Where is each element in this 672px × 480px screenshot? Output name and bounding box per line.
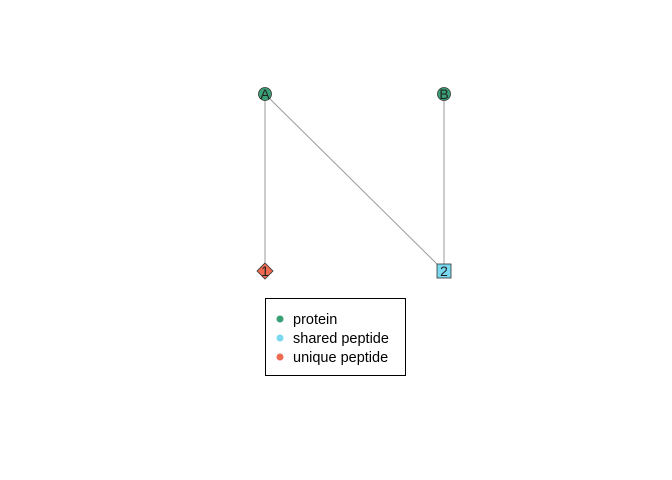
node-1: 1 <box>256 262 274 280</box>
legend-unique-peptide-marker <box>276 353 284 361</box>
legend-protein-marker <box>276 315 284 323</box>
node-2-square <box>436 263 452 279</box>
node-b: B <box>437 86 451 102</box>
node-a-circle <box>258 87 272 101</box>
legend-box <box>265 298 406 376</box>
node-2-label: 2 <box>440 263 448 279</box>
node-b-circle <box>437 87 451 101</box>
node-1-label: 1 <box>261 263 269 279</box>
edge-a-2 <box>264 93 445 272</box>
legend: protein shared peptide unique peptide <box>265 298 406 376</box>
node-b-label: B <box>439 86 448 102</box>
legend-shared-peptide-label: shared peptide <box>293 331 389 347</box>
node-1-diamond <box>256 262 274 280</box>
node-2: 2 <box>436 263 452 279</box>
legend-protein-label: protein <box>293 312 337 328</box>
legend-shared-peptide-marker <box>276 334 284 342</box>
node-a-label: A <box>260 86 270 102</box>
edges <box>264 93 445 272</box>
legend-unique-peptide-label: unique peptide <box>293 350 388 366</box>
node-a: A <box>258 86 272 102</box>
